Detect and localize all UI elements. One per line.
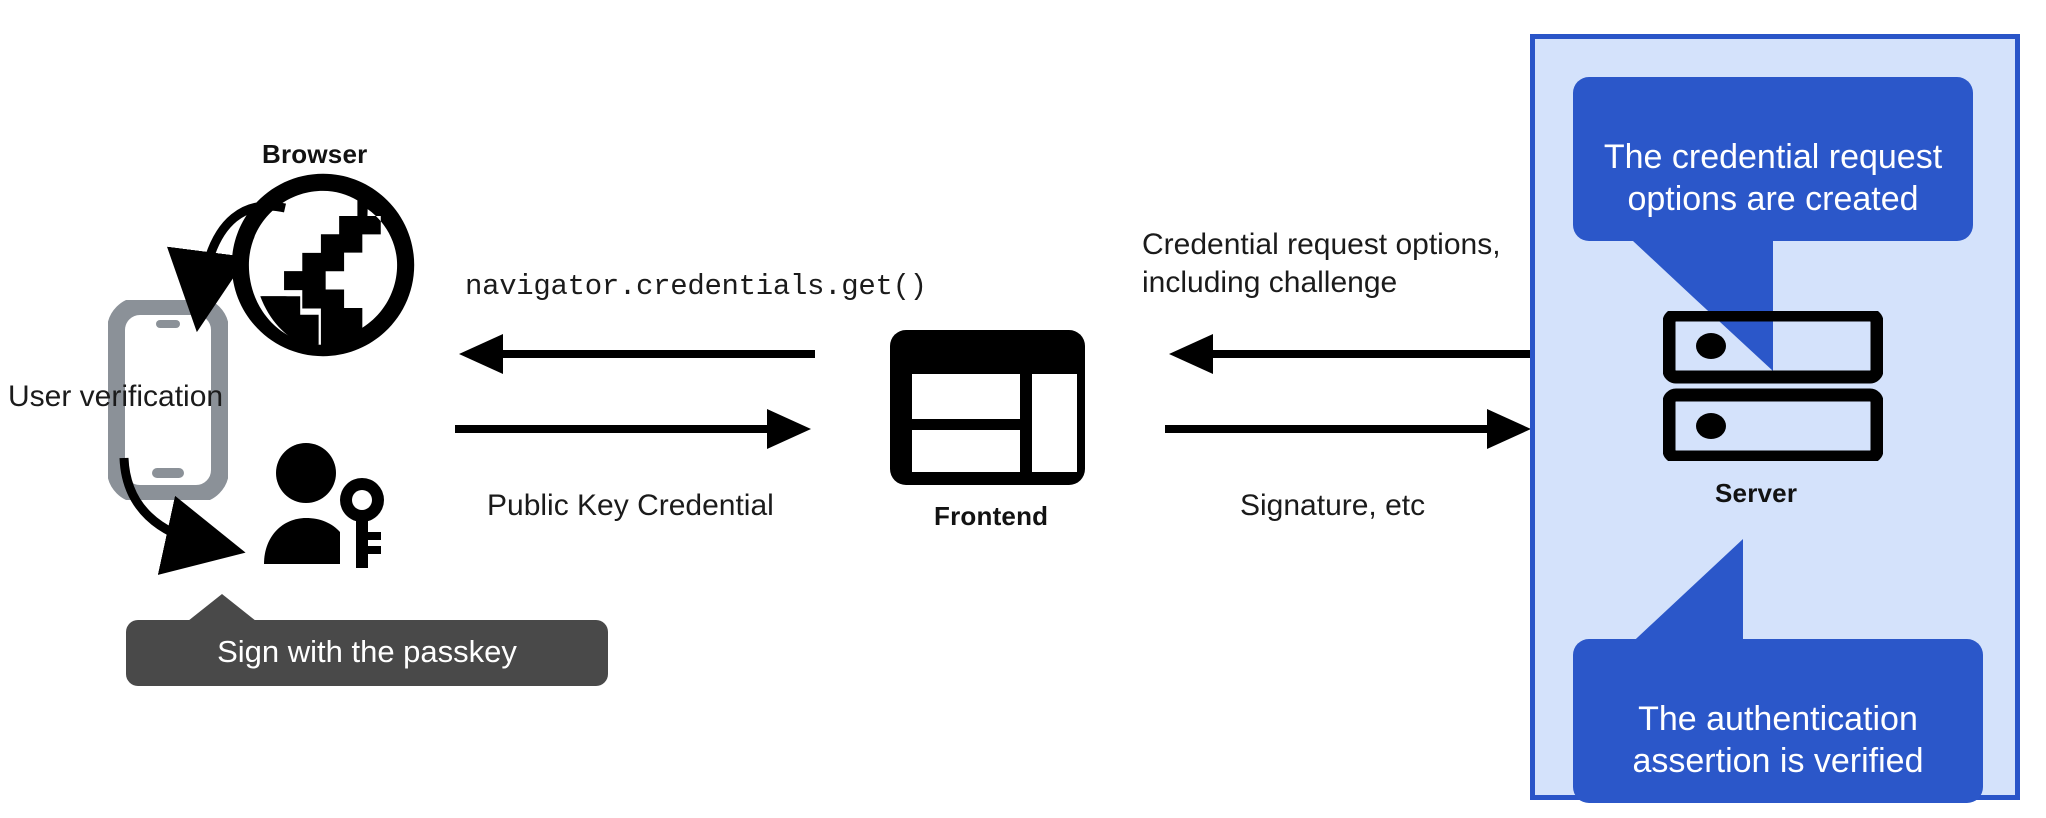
arrow-frontend-to-server [1165, 409, 1531, 449]
user-verification-label-wrap: User verification [8, 378, 223, 416]
callout-credential-request-options: The credential request options are creat… [1573, 77, 1973, 241]
frontend-label: Frontend [934, 501, 1049, 531]
server-racks-icon [1663, 311, 1883, 461]
person-with-key-icon [258, 440, 388, 585]
credential-request-options-label: Credential request options, including ch… [1142, 228, 1501, 300]
frontend-label-wrap: Frontend [934, 500, 1048, 533]
sign-with-passkey-tooltip: Sign with the passkey [126, 594, 608, 686]
browser-label: Browser [262, 139, 368, 169]
arrow-browser-to-frontend [455, 409, 811, 449]
callout-top-text: The credential request options are creat… [1603, 137, 1943, 219]
callout-bottom-text: The authentication assertion is verified [1632, 699, 1924, 781]
tooltip-tail [188, 594, 256, 621]
server-label-wrap: Server [1715, 477, 1797, 510]
server-panel: The credential request options are creat… [1530, 34, 2020, 803]
navigator-credentials-get-label: navigator.credentials.get() [465, 270, 927, 303]
arrow-server-to-frontend [1169, 334, 1535, 374]
web-layout-icon [890, 330, 1085, 485]
public-key-credential-label: Public Key Credential [487, 489, 774, 522]
browser-label-wrap: Browser [262, 138, 367, 171]
arrow-browser-to-phone [166, 201, 287, 333]
arrow-phone-to-user [119, 457, 246, 575]
callout-authentication-assertion: The authentication assertion is verified [1573, 639, 1983, 803]
server-label: Server [1715, 478, 1798, 508]
globe-icon [228, 170, 418, 360]
signature-etc-label-wrap: Signature, etc [1240, 487, 1425, 525]
navigator-credentials-get-label-wrap: navigator.credentials.get() [465, 268, 927, 305]
arrow-frontend-to-browser [459, 334, 815, 374]
sign-with-passkey-text: Sign with the passkey [217, 634, 517, 669]
signature-etc-label: Signature, etc [1240, 489, 1426, 522]
public-key-credential-label-wrap: Public Key Credential [487, 487, 774, 525]
user-verification-label: User verification [8, 380, 224, 413]
credential-request-options-label-wrap: Credential request options, including ch… [1142, 226, 1542, 303]
